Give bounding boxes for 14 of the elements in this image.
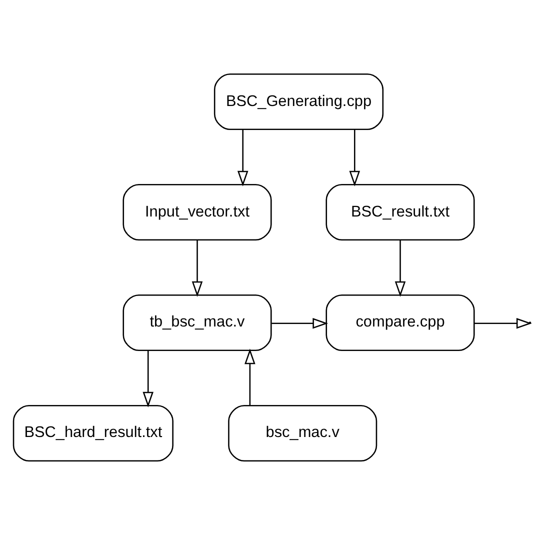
arrow <box>394 240 406 297</box>
arrow <box>142 350 154 408</box>
arrow <box>244 348 256 406</box>
arrow <box>272 318 328 329</box>
node-box: BSC_Generating.cpp <box>214 74 384 130</box>
node-box: BSC_result.txt <box>326 184 475 241</box>
arrow <box>192 240 203 297</box>
arrow <box>237 130 248 186</box>
node-box: BSC_hard_result.txt <box>12 404 174 462</box>
node-box: bsc_mac.v <box>228 404 378 462</box>
node-box: tb_bsc_mac.v <box>122 294 272 352</box>
node-box: compare.cpp <box>326 294 475 352</box>
node-box: Input_vector.txt <box>122 184 272 241</box>
arrow <box>349 130 360 186</box>
